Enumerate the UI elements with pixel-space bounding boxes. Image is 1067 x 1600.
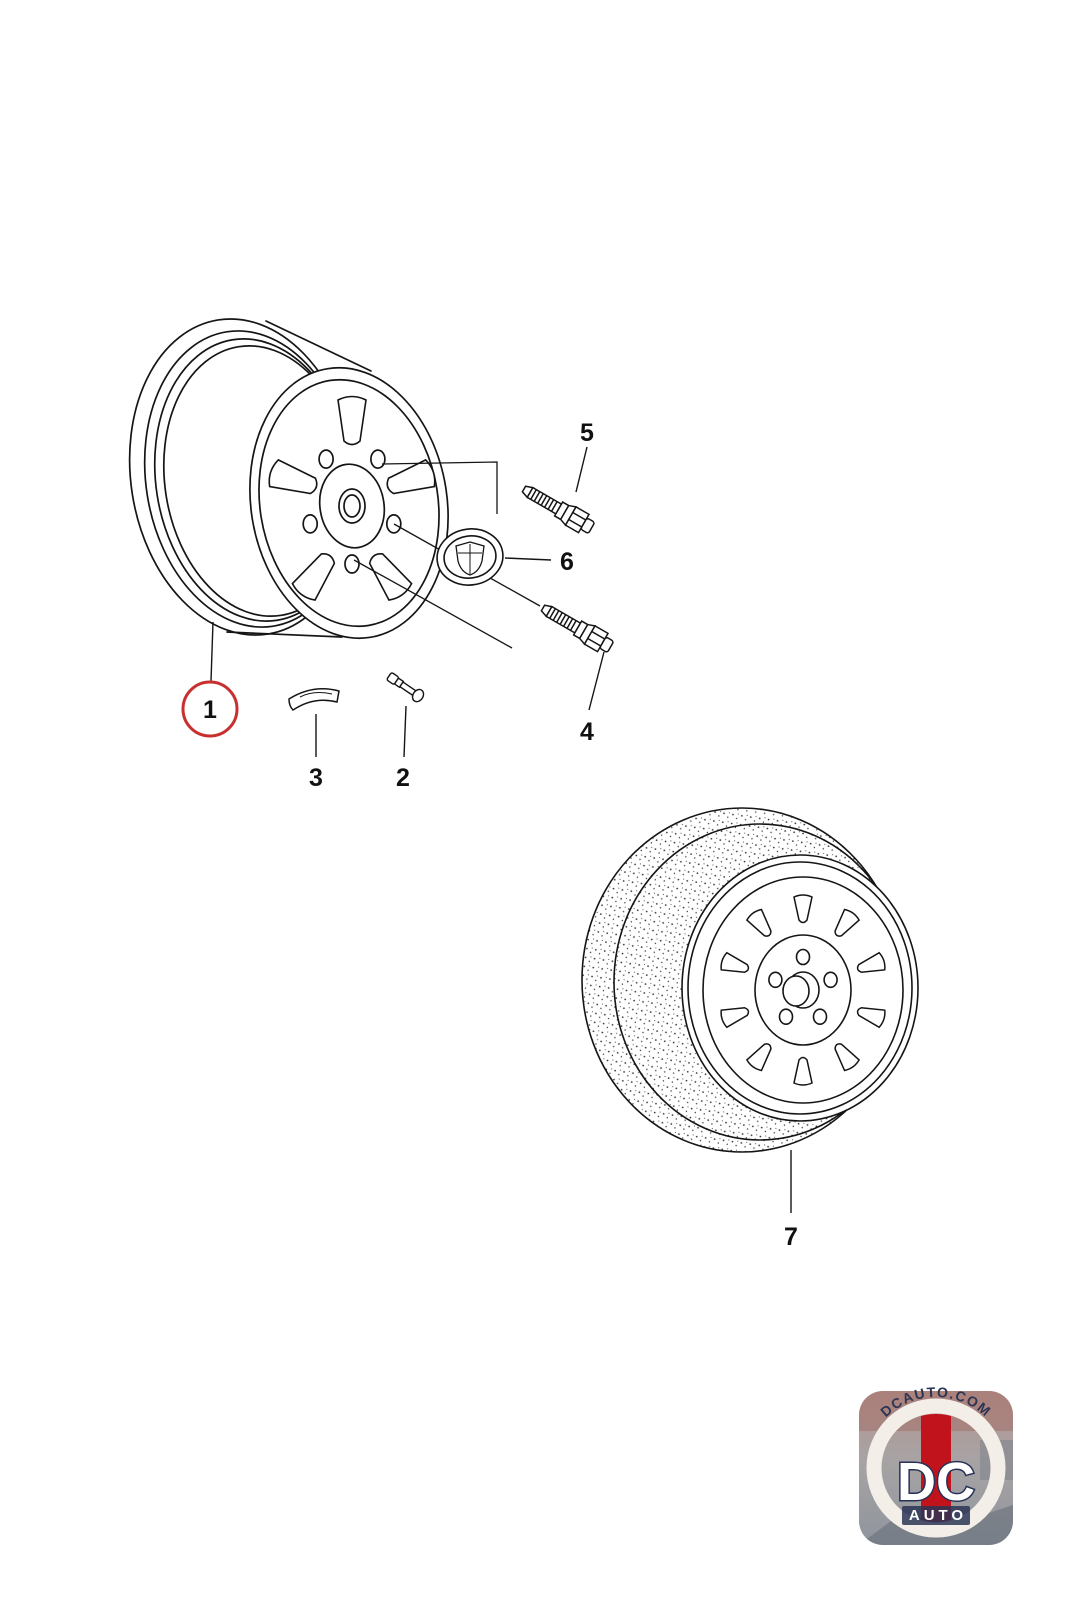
bolt-hole	[823, 971, 838, 989]
rim-lip	[687, 861, 913, 1115]
callout-label-6: 6	[560, 548, 574, 576]
logo-main-text: DC	[897, 1452, 975, 1512]
alloy-wheel-drawing	[128, 318, 449, 640]
logo-red-stripe	[921, 1414, 951, 1522]
callout-label-5: 5	[580, 419, 594, 447]
callout-label-1: 1	[203, 696, 217, 724]
bolt-hole	[768, 971, 783, 989]
bolt-hole	[812, 1008, 828, 1026]
wheel-bolt-5-drawing	[518, 479, 598, 538]
center-disc	[754, 934, 852, 1046]
leader-line-5	[575, 446, 588, 493]
valve-base	[411, 688, 425, 703]
bolt-hole	[385, 514, 402, 534]
callout-label-4: 4	[580, 718, 594, 746]
leader-line-1	[210, 621, 214, 682]
logo-sub-bar	[902, 1506, 970, 1525]
spare-wheel-drawing	[581, 807, 919, 1153]
hub-cap-drawing	[436, 528, 504, 586]
valve-stem-drawing	[386, 672, 425, 703]
wheel-face-inner-ring	[258, 378, 440, 628]
logo-sub-text: AUTO	[909, 1507, 967, 1524]
leader-line-6	[504, 557, 552, 561]
hub-cap-inner	[443, 535, 497, 579]
balance-weight-body	[288, 688, 340, 711]
crest-icon	[455, 541, 485, 576]
rim-barrel-top-edge	[265, 320, 372, 372]
axis-line-bolt5	[381, 461, 498, 514]
center-bore	[338, 488, 366, 524]
leader-line-2	[403, 705, 407, 758]
dcauto-logo-watermark: DC AUTO DCAUTO.COM	[859, 1384, 1013, 1545]
callout-label-3: 3	[309, 764, 323, 792]
center-bore-inner	[343, 494, 361, 518]
axis-line-bolt4-lower	[353, 559, 513, 649]
logo-ring	[866, 1398, 1006, 1538]
balance-weight-detail	[299, 692, 333, 698]
callout-label-7: 7	[784, 1223, 798, 1251]
bolt-hole	[778, 1008, 794, 1026]
leader-line-4	[588, 651, 605, 711]
bolt-hole	[302, 514, 319, 534]
rim-barrel-bottom-edge	[226, 631, 343, 638]
balance-weight-drawing	[288, 688, 340, 711]
wheel-bolt-4-drawing	[537, 598, 617, 657]
callout-label-2: 2	[396, 764, 410, 792]
hub-bore-inner	[782, 975, 810, 1007]
bolt-hole	[344, 554, 360, 574]
bolt-hole	[370, 449, 386, 469]
highlight-circle-item-1	[181, 680, 239, 738]
bolt-hole	[795, 948, 811, 966]
bolt-hole	[318, 449, 334, 469]
hub-ring	[318, 463, 386, 549]
leader-lines	[210, 446, 792, 1213]
